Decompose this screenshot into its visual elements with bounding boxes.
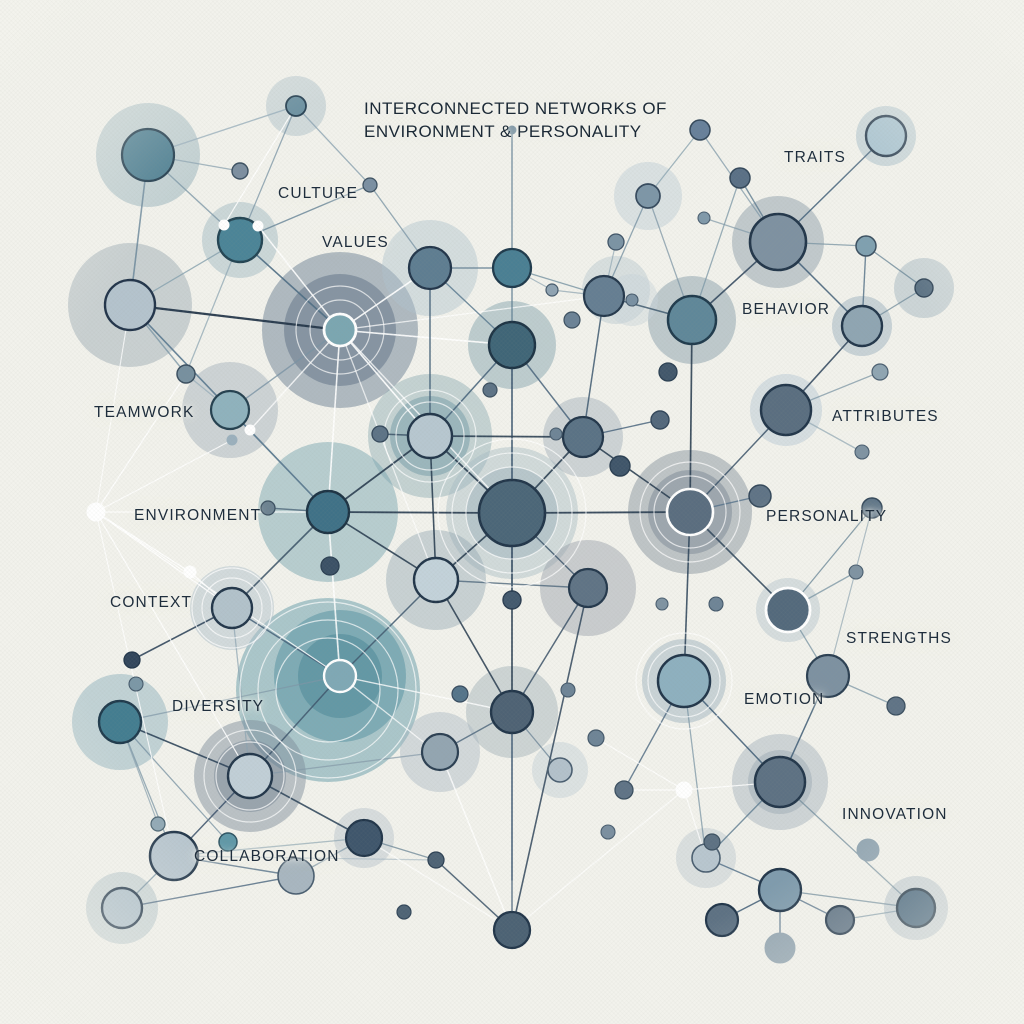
node-label-strengths: STRENGTHS [846,630,952,647]
node-label-diversity: DIVERSITY [172,698,265,715]
node-label-personality: PERSONALITY [766,508,888,525]
node-label-emotion: EMOTION [744,691,825,708]
node-label-environment: ENVIRONMENT [134,507,262,524]
node-label-values: VALUES [322,234,389,251]
node-label-behavior: BEHAVIOR [742,301,831,318]
page-title: INTERCONNECTED NETWORKS OF ENVIRONMENT &… [364,99,667,141]
node-label-teamwork: TEAMWORK [94,404,195,421]
node-label-culture: CULTURE [278,185,359,202]
node-label-context: CONTEXT [110,594,193,611]
node-label-traits: TRAITS [784,149,847,166]
node-label-attributes: ATTRIBUTES [832,408,939,425]
node-label-innovation: INNOVATION [842,806,948,823]
node-label-collaboration: COLLABORATION [194,848,340,865]
